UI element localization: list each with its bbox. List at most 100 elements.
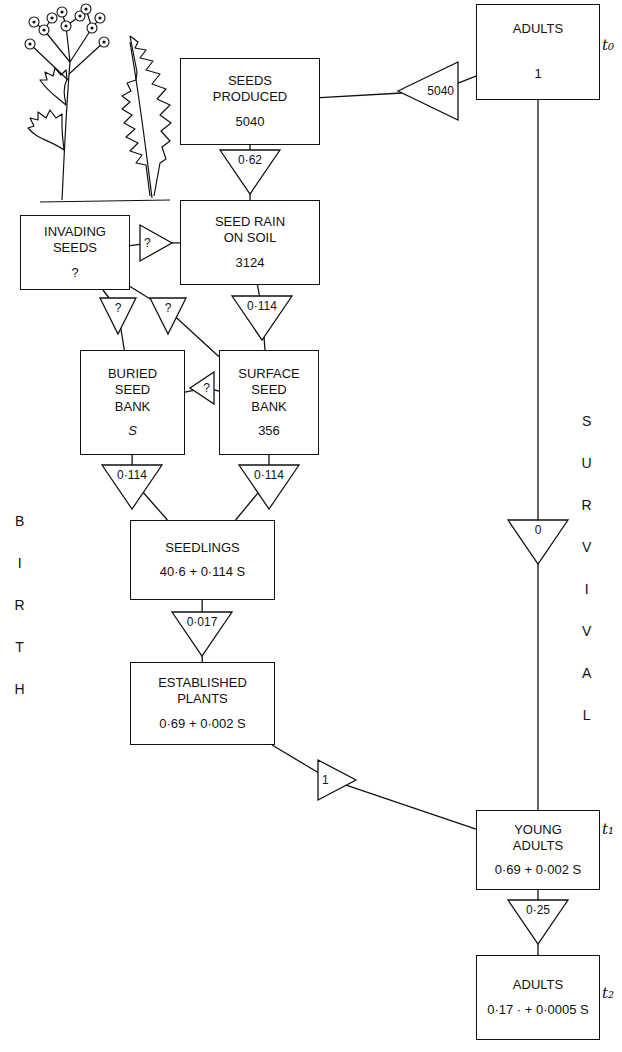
- stage-box: ADULTS1: [476, 4, 600, 100]
- vertical-heading: SURVIVAL: [581, 400, 592, 736]
- stage-name: BURIED SEED BANK: [98, 366, 168, 415]
- flower-centre: [64, 24, 67, 27]
- flow-line: [201, 600, 202, 612]
- triangle-shape: [100, 298, 136, 334]
- triangle-shape: [140, 225, 172, 261]
- transition-triangle: ?: [100, 298, 136, 334]
- flow-line: [121, 328, 124, 350]
- flow-line: [130, 287, 151, 300]
- stage-name: INVADING SEEDS: [33, 224, 118, 257]
- transition-triangle: 1: [318, 760, 356, 800]
- flow-line: [272, 745, 318, 772]
- triangle-shape: [318, 760, 356, 800]
- flower-head: [29, 17, 39, 27]
- stage-count: ?: [71, 265, 78, 281]
- flow-line: [185, 390, 194, 392]
- plant-leaf: [40, 68, 67, 105]
- flow-line: [236, 493, 258, 520]
- flow-line: [257, 285, 259, 296]
- triangle-shape: [220, 150, 280, 194]
- time-label: t₂: [602, 984, 614, 1002]
- flower-head: [81, 4, 91, 14]
- triangle-shape: [172, 612, 232, 656]
- transition-triangle: 5040: [398, 62, 458, 120]
- flower-centre: [90, 26, 93, 29]
- rate-number: 5040: [427, 84, 454, 98]
- triangle-outline: [190, 372, 214, 404]
- stage-count: 0·17 · + 0·0005 S: [487, 1002, 589, 1018]
- stage-name: ADULTS: [513, 977, 563, 993]
- pinnate-leaf: [122, 36, 171, 196]
- time-label: t₀: [602, 36, 614, 54]
- transition-triangle: ?: [140, 225, 172, 261]
- flower-head: [39, 25, 49, 35]
- triangle-shape: [398, 62, 458, 120]
- stage-box: SEED RAIN ON SOIL 3124: [180, 200, 320, 285]
- transition-triangle: 0·017: [172, 612, 232, 656]
- stage-name: ESTABLISHED PLANTS: [153, 675, 253, 708]
- flower-centre: [42, 28, 45, 31]
- stage-name: SURFACE SEED BANK: [234, 366, 304, 415]
- stage-name: YOUNG ADULTS: [493, 822, 583, 855]
- stage-box: YOUNG ADULTS0·69 + 0·002 S: [476, 810, 600, 890]
- plant-branches: [30, 9, 104, 80]
- flower-head: [95, 13, 105, 23]
- triangle-shape: [232, 296, 292, 340]
- plant-illustration: [0, 0, 190, 212]
- flow-line: [458, 76, 476, 83]
- flow-line: [263, 337, 265, 350]
- flow-line: [103, 290, 109, 298]
- flow-line: [346, 785, 476, 829]
- transition-triangle: 0: [508, 520, 568, 564]
- triangle-shape: [150, 298, 186, 334]
- flow-line: [537, 944, 538, 955]
- rate-number: 0·017: [187, 615, 218, 629]
- flow-line: [537, 100, 538, 520]
- flow-line: [320, 93, 402, 98]
- triangle-shape: [239, 465, 299, 509]
- rate-number: 0·114: [254, 468, 284, 482]
- plant-leaf: [28, 110, 64, 150]
- flower-centre: [50, 16, 53, 19]
- flower-centre: [78, 14, 81, 17]
- stage-box: BURIED SEED BANKS: [80, 350, 185, 455]
- stage-box: ADULTS 0·17 · + 0·0005 S: [476, 955, 600, 1040]
- rate-number: 0·62: [238, 153, 262, 167]
- rate-number: 0·25: [526, 903, 550, 917]
- flow-line: [130, 244, 140, 245]
- stage-count: 3124: [236, 255, 265, 271]
- rate-number: 1: [322, 773, 329, 787]
- leaf-midrib: [130, 42, 152, 198]
- transition-triangle: 0·62: [220, 150, 280, 194]
- rate-number: 0·114: [117, 468, 147, 482]
- stage-box: SEEDS PRODUCED 5040: [180, 58, 320, 145]
- stage-name: ADULTS: [513, 21, 563, 37]
- flow-line: [131, 455, 132, 465]
- stage-name: SEED RAIN ON SOIL: [210, 214, 290, 247]
- flower-head: [61, 21, 71, 31]
- transition-triangle: ?: [150, 298, 186, 334]
- flow-line: [537, 564, 538, 810]
- ground-line: [40, 200, 170, 202]
- stage-name: SEEDS PRODUCED: [200, 73, 300, 106]
- flow-line: [143, 492, 167, 520]
- rate-number: ?: [165, 301, 172, 315]
- flow-line: [249, 145, 250, 150]
- rate-number: ?: [203, 381, 210, 395]
- rate-number: 0·114: [247, 299, 277, 313]
- triangle-shape: [102, 465, 162, 509]
- stage-count: 5040: [236, 114, 265, 130]
- transition-triangle: 0·114: [232, 296, 292, 340]
- flow-line: [268, 455, 269, 465]
- triangle-shape: [508, 900, 568, 944]
- stage-box: SURFACE SEED BANK 356: [219, 350, 319, 455]
- flower-head: [25, 39, 35, 49]
- transition-triangle: ?: [190, 372, 214, 404]
- flower-head: [47, 13, 57, 23]
- transition-triangle: 0·25: [508, 900, 568, 944]
- transition-triangle: 0·114: [239, 465, 299, 509]
- stage-count: 356: [258, 423, 280, 439]
- flower-head: [57, 7, 67, 17]
- stage-box: SEEDLINGS40·6 + 0·114 S: [130, 520, 275, 600]
